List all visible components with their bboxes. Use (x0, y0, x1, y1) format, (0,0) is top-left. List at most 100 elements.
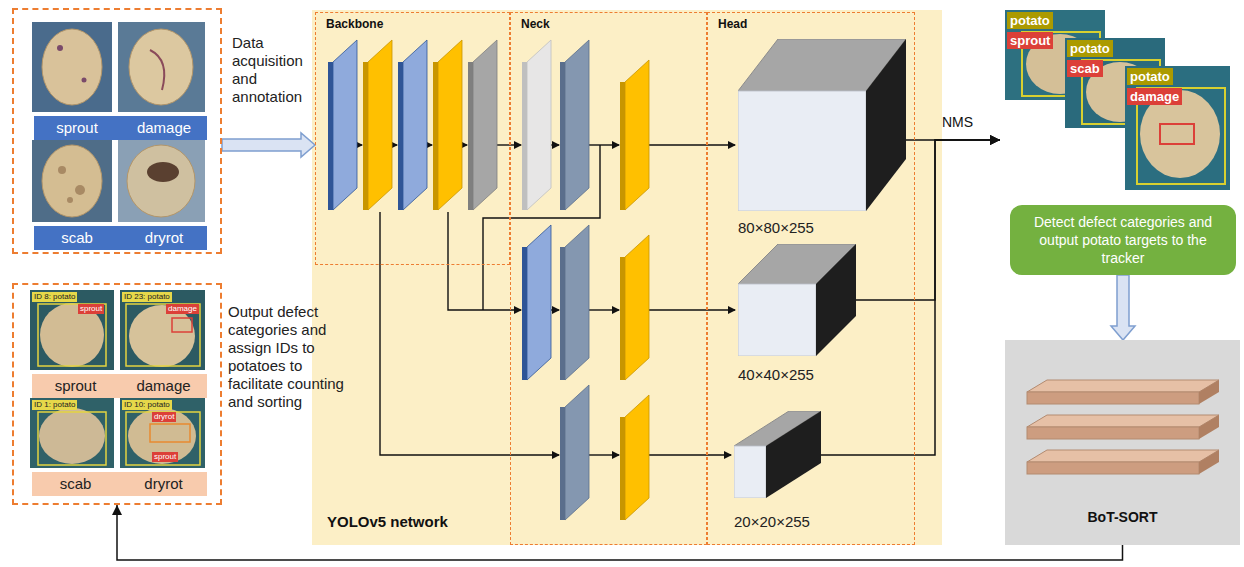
node-text: dryrot (120, 475, 207, 493)
text-slot: Neck (521, 17, 550, 31)
cube-shape (738, 39, 906, 211)
node-text: dryrot (121, 229, 207, 247)
text-slot: 20×20×255 (734, 513, 810, 531)
detection-tag: sprout (152, 452, 178, 462)
class-band: scabdryrot (32, 472, 207, 496)
text-slot: scab (34, 229, 120, 247)
cube-shape (734, 411, 821, 498)
node-text: Neck (521, 17, 550, 31)
output-group: Output defect categories and assign IDs … (12, 283, 222, 505)
text-slot: 40×40×255 (738, 366, 814, 384)
edge-label: NMS (942, 114, 973, 130)
text-slot: scab (1067, 60, 1103, 77)
node-text: damage (120, 377, 207, 395)
text-slot: ID 10: potato (122, 400, 172, 410)
layer-side (1199, 380, 1219, 404)
node-text: Head (718, 17, 747, 31)
connector-line (117, 505, 1123, 560)
network-panel: YOLOv5 network Backbone Neck Head 80×80×255 4… (312, 10, 942, 545)
node-text: damage (121, 119, 207, 137)
text-slot: ID 23: potato (122, 292, 172, 302)
node-text: Detect defect categories and output pota… (1018, 213, 1228, 267)
detection-tag: ID 8: potato (32, 292, 77, 302)
block-arrow (1111, 275, 1135, 340)
node-text: Backbone (326, 17, 383, 31)
cube-front (734, 446, 766, 498)
input-group: Data acquisition and annotationsproutdam… (12, 8, 222, 254)
neck-region: Neck (510, 12, 707, 545)
text-slot: potato (1007, 12, 1053, 29)
cube-side (866, 39, 906, 211)
text-slot: sprout (32, 377, 119, 395)
layer-front (1027, 462, 1199, 474)
detection-tag: sprout (78, 304, 104, 314)
network-layers (328, 40, 649, 520)
text-slot: sprout (78, 304, 104, 314)
text-slot: scab (32, 475, 119, 493)
node-text: sprout (1007, 32, 1053, 49)
detection-tag: dryrot (152, 412, 176, 422)
connector (222, 133, 315, 157)
cube-shape (738, 244, 856, 356)
node-text: BoT-SORT (1005, 508, 1240, 526)
cube-side (766, 411, 821, 498)
class-band: scabdryrot (34, 226, 207, 250)
node-text: 40×40×255 (738, 366, 814, 384)
network-ground (312, 10, 942, 545)
node-text: potato (1067, 40, 1113, 57)
text-slot: damage (121, 119, 207, 137)
process-box: Detect defect categories and output pota… (1010, 205, 1236, 275)
cube-front (738, 284, 816, 356)
detection-results: potato sprout potato scab potato damage (1000, 8, 1232, 192)
output-tensor: 80×80×255 (738, 39, 906, 211)
text-slot: Output defect categories and assign IDs … (228, 303, 346, 411)
text-slot: Detect defect categories and output pota… (1018, 213, 1228, 267)
text-slot: damage (166, 304, 199, 314)
detection-tag: ID 23: potato (122, 292, 172, 302)
node-text: Output defect categories and assign IDs … (228, 303, 346, 411)
text-slot: ID 1: potato (32, 400, 77, 410)
layer-side (1199, 450, 1219, 474)
cube-side (816, 244, 856, 356)
node-text: 20×20×255 (734, 513, 810, 531)
node-text: YOLOv5 network (327, 513, 448, 531)
head-region: Head 80×80×255 40×40×255 20×20×255 (707, 12, 915, 545)
tracker-box: BoT-SORT (1005, 340, 1240, 545)
text-slot: dryrot (152, 412, 176, 422)
class-band: sproutdamage (32, 374, 207, 398)
text-slot: NMS (942, 114, 973, 130)
text-slot: sprout (34, 119, 120, 137)
output-photos (1005, 10, 1230, 190)
text-slot: ID 8: potato (32, 292, 77, 302)
node-text: 80×80×255 (738, 219, 814, 237)
node-text: potato (1127, 68, 1173, 85)
text-slot: dryrot (120, 475, 207, 493)
output-tensor: 20×20×255 (734, 411, 821, 498)
text-slot: dryrot (121, 229, 207, 247)
block-arrow (222, 133, 315, 157)
text-slot: sprout (1007, 32, 1053, 49)
arrow-head (990, 135, 1000, 145)
detection-tag: damage (166, 304, 199, 314)
text-slot: potato (1127, 68, 1173, 85)
text-slot: damage (1127, 88, 1182, 105)
arrow-head (112, 505, 122, 515)
layer-top (1027, 415, 1219, 427)
text-slot: YOLOv5 network (327, 513, 448, 531)
text-slot: Head (718, 17, 747, 31)
layer-top (1027, 450, 1219, 462)
node-text: sprout (32, 377, 119, 395)
text-slot: BoT-SORT (1005, 508, 1240, 526)
text-slot: sprout (152, 452, 178, 462)
connector (112, 505, 1123, 560)
arrow-head (990, 135, 1000, 145)
node-text: potato (1007, 12, 1053, 29)
detection-tag: ID 1: potato (32, 400, 77, 410)
backbone-region: Backbone (315, 12, 510, 265)
cube-front (738, 91, 866, 211)
layer-front (1027, 392, 1199, 404)
node-text: Data acquisition and annotation (232, 34, 324, 106)
node-text: damage (1127, 88, 1182, 105)
layer-front (1027, 427, 1199, 439)
